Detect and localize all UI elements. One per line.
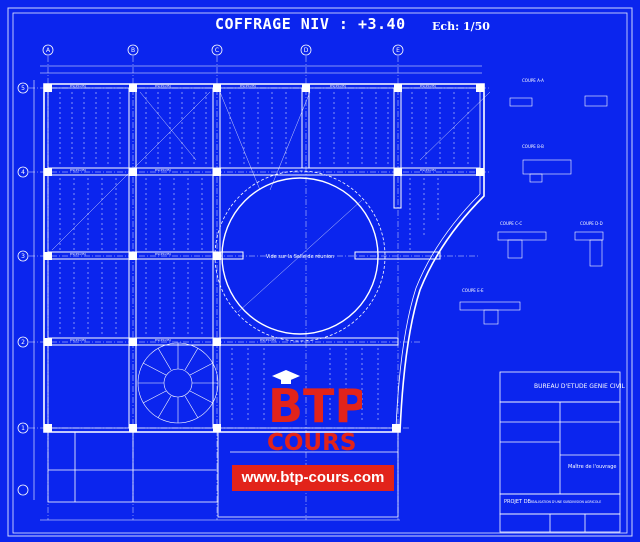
axis-label-c: C (215, 47, 219, 54)
svg-text:COUPE C-C: COUPE C-C (500, 221, 522, 226)
svg-text:P.S(25x35): P.S(25x35) (330, 84, 346, 88)
beams-horizontal (47, 167, 481, 346)
svg-text:P.S(25x35): P.S(25x35) (70, 338, 86, 342)
svg-text:P.S(25x35): P.S(25x35) (260, 338, 276, 342)
projet-label: PROJET DE : (504, 499, 534, 505)
drawing-title: COFFRAGE NIV : +3.40 (215, 15, 406, 33)
section-labels: COUPE A-A COUPE B-B COUPE C-C COUPE D-D … (462, 78, 603, 293)
meeting-room-void (221, 177, 379, 335)
projet-text: REALISATION D'UNE SUBDIVISION AGRICOLE (530, 500, 601, 504)
slab-outline (43, 83, 485, 433)
svg-text:P.S(25x35): P.S(25x35) (420, 84, 436, 88)
sheet-inner-border (12, 12, 628, 534)
sheet-border (7, 7, 633, 537)
drawing-scale: Ech: 1/50 (432, 20, 490, 33)
svg-text:COUPE B-B: COUPE B-B (522, 144, 544, 149)
svg-text:P.S(25x35): P.S(25x35) (155, 84, 171, 88)
svg-text:COUPE A-A: COUPE A-A (522, 78, 544, 83)
btp-letters: BTP (268, 379, 362, 433)
lower-wing (47, 431, 399, 518)
axis-label-a: A (46, 47, 51, 54)
btp-watermark-logo: BTP COURS (267, 370, 362, 455)
bureau-name: BUREAU D'ETUDE GENIE CIVIL (534, 383, 626, 390)
axis-label-b: B (131, 47, 135, 54)
graduation-cap-icon (272, 370, 300, 382)
maitre-label: Maître de l'ouvrage (568, 463, 617, 470)
svg-text:P.S(25x35): P.S(25x35) (420, 168, 436, 172)
axis-label-e: E (396, 47, 400, 54)
axis-label-1: 1 (21, 425, 25, 432)
diagonal-lines (51, 91, 491, 251)
columns (44, 84, 484, 432)
section-details (459, 95, 608, 325)
axis-label-2: 2 (21, 339, 25, 346)
svg-text:P.S(25x35): P.S(25x35) (240, 84, 256, 88)
svg-text:P.S(25x35): P.S(25x35) (70, 252, 86, 256)
spiral-staircase (137, 342, 219, 424)
svg-text:P.S(25x35): P.S(25x35) (155, 252, 171, 256)
axis-label-5: 5 (21, 85, 25, 92)
svg-text:P.S(25x35): P.S(25x35) (155, 168, 171, 172)
svg-text:P.S(25x35): P.S(25x35) (70, 84, 86, 88)
void-label: Vide sur la Salle de réunion (266, 253, 335, 260)
dimension-lines (33, 65, 482, 521)
axis-label-d: D (304, 47, 309, 54)
cours-word: COURS (267, 430, 356, 455)
svg-text:P.S(25x35): P.S(25x35) (70, 168, 86, 172)
axis-label-3: 3 (21, 253, 25, 260)
svg-text:COUPE D-D: COUPE D-D (580, 221, 603, 226)
slab-joists (59, 92, 469, 420)
cartouche-text: BUREAU D'ETUDE GENIE CIVIL Maître de l'o… (504, 383, 626, 505)
grid-axis-bubbles (17, 44, 404, 496)
website-banner[interactable]: www.btp-cours.com (232, 465, 394, 491)
axis-label-4: 4 (21, 169, 25, 176)
svg-text:P.S(25x35): P.S(25x35) (155, 338, 171, 342)
beam-tags: P.S(25x35) P.S(25x35) P.S(25x35) P.S(25x35)… (70, 84, 436, 342)
cartouche (499, 371, 621, 533)
svg-text:COUPE E-E: COUPE E-E (462, 288, 484, 293)
